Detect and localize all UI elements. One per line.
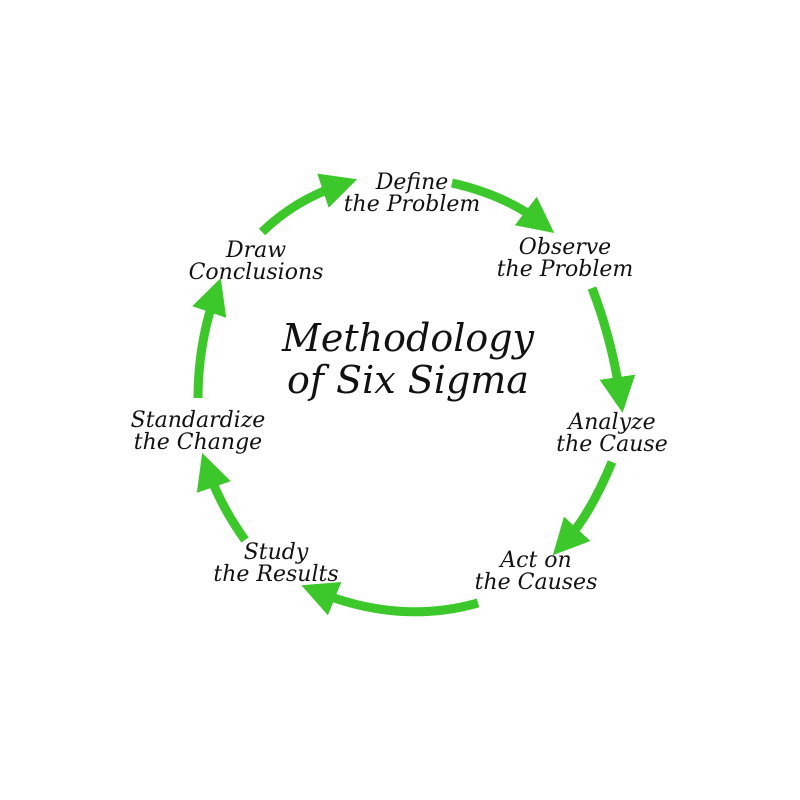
step-line: Observe [518, 235, 612, 260]
step-line: the Causes [474, 570, 598, 595]
step-define-the-problem: Define the Problem [344, 172, 481, 216]
step-line: the Problem [343, 192, 481, 217]
step-study-the-results: Study the Results [213, 542, 338, 586]
step-draw-conclusions: Draw Conclusions [189, 240, 324, 284]
title-line-1: Methodology [281, 316, 535, 360]
step-line: the Change [133, 430, 263, 455]
step-line: Conclusions [188, 260, 324, 285]
step-line: the Results [213, 562, 339, 587]
step-analyze-the-cause: Analyze the Cause [556, 412, 667, 456]
step-line: Analyze [568, 410, 656, 435]
arrow-study-to-standardize [196, 452, 249, 543]
arrow-analyze-to-act [552, 460, 617, 556]
step-line: Study [243, 540, 309, 565]
step-observe-the-problem: Observe the Problem [497, 237, 634, 281]
step-line: Standardize [130, 408, 266, 433]
step-standardize-the-change: Standardize the Change [131, 410, 266, 454]
arrow-act-to-study [301, 582, 480, 617]
arrow-standardize-to-draw [192, 277, 227, 399]
step-line: Draw [225, 238, 287, 263]
step-line: the Problem [496, 257, 634, 282]
step-line: Define [375, 170, 449, 195]
arrow-observe-to-analyze [587, 286, 636, 413]
arrow-define-to-observe [451, 178, 555, 233]
diagram-title: Methodology of Six Sigma [281, 316, 535, 402]
arrow-draw-to-define [258, 173, 358, 236]
title-line-2: of Six Sigma [287, 357, 529, 402]
step-act-on-the-causes: Act on the Causes [475, 550, 598, 594]
step-line: the Cause [556, 432, 668, 457]
step-line: Act on [500, 548, 572, 573]
